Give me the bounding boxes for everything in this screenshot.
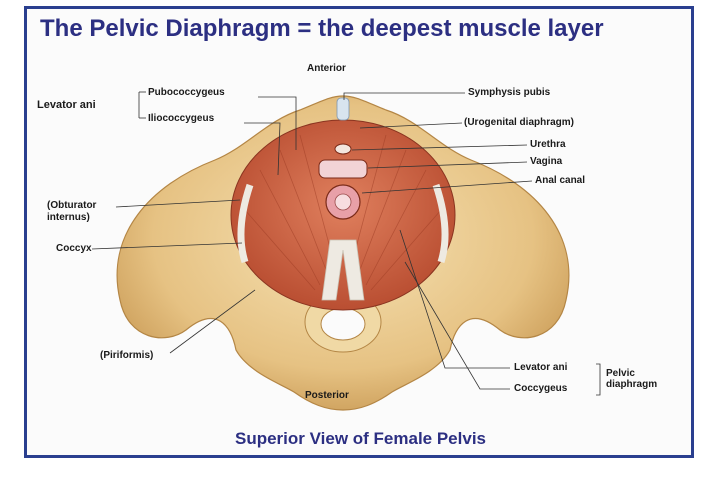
label-coccygeus: Coccygeus bbox=[514, 383, 567, 395]
label-vagina: Vagina bbox=[530, 156, 562, 168]
label-iliococcygeus: Iliococcygeus bbox=[148, 113, 214, 125]
label-piriformis: (Piriformis) bbox=[100, 350, 153, 362]
label-coccyx: Coccyx bbox=[56, 243, 92, 255]
page-title: The Pelvic Diaphragm = the deepest muscl… bbox=[40, 15, 604, 43]
label-urethra: Urethra bbox=[530, 139, 566, 151]
label-pubococcygeus: Pubococcygeus bbox=[148, 87, 225, 99]
label-symphysis-pubis: Symphysis pubis bbox=[468, 87, 550, 99]
label-anal-canal: Anal canal bbox=[535, 175, 585, 187]
label-anterior: Anterior bbox=[307, 63, 346, 75]
label-urogenital-diaphragm: (Urogenital diaphragm) bbox=[464, 117, 574, 129]
label-levator-ani-group: Levator ani bbox=[37, 99, 96, 111]
figure-caption: Superior View of Female Pelvis bbox=[0, 429, 721, 449]
label-obturator-internus: (Obturator internus) bbox=[47, 200, 119, 224]
label-levator-ani: Levator ani bbox=[514, 362, 567, 374]
label-pelvic-diaphragm: Pelvic diaphragm bbox=[606, 368, 676, 390]
label-posterior: Posterior bbox=[305, 390, 349, 402]
